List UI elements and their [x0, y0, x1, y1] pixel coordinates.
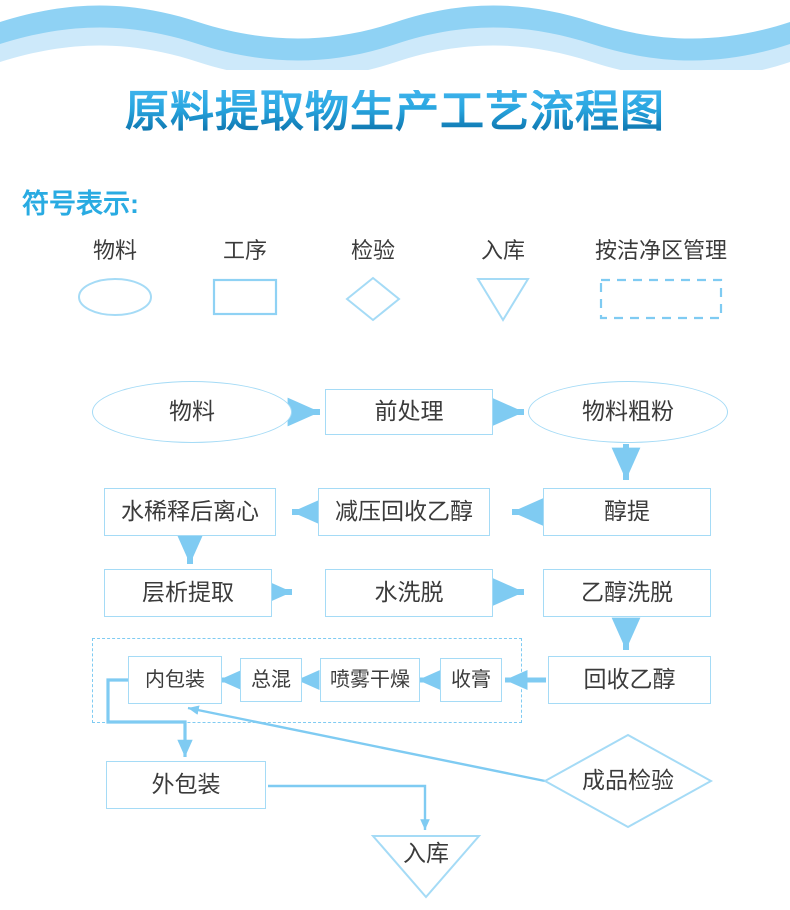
node-alcohol-extraction[interactable]: 醇提 [543, 488, 711, 536]
legend-label: 工序 [222, 238, 267, 263]
node-label: 内包装 [145, 669, 205, 691]
node-extract-collection[interactable]: 收膏 [440, 658, 502, 702]
node-outer-packaging[interactable]: 外包装 [106, 761, 266, 809]
node-label: 喷雾干燥 [330, 669, 410, 691]
node-label: 层析提取 [142, 579, 234, 606]
legend-label: 入库 [480, 238, 525, 263]
legend-shape [60, 276, 170, 318]
node-ethanol-elution[interactable]: 乙醇洗脱 [543, 569, 711, 617]
node-label: 减压回收乙醇 [335, 498, 473, 525]
node-label: 乙醇洗脱 [581, 579, 673, 606]
dashed-rectangle-icon [599, 278, 723, 320]
wave-front-layer [0, 5, 790, 61]
legend-item-material: 物料 [60, 240, 170, 318]
node-blending[interactable]: 总混 [240, 658, 302, 702]
diamond-icon [345, 276, 401, 322]
triangle-down-icon [476, 278, 530, 322]
node-inner-packaging[interactable]: 内包装 [128, 656, 222, 704]
edge-outer-packaging-to-warehouse [268, 784, 430, 830]
legend-item-warehouse: 入库 [448, 238, 558, 322]
page-title: 原料提取物生产工艺流程图 [0, 90, 790, 134]
node-final-inspection[interactable]: 成品检验 [543, 733, 713, 829]
legend-shape [190, 276, 300, 318]
node-ethanol-recovery[interactable]: 回收乙醇 [548, 656, 711, 704]
legend-shape [448, 276, 558, 322]
node-label: 物料 [169, 398, 215, 425]
legend-shape [566, 276, 756, 320]
node-water-elution[interactable]: 水洗脱 [325, 569, 493, 617]
node-label: 水洗脱 [374, 579, 444, 606]
legend-heading: 符号表示: [22, 189, 139, 219]
node-label: 物料粗粉 [582, 398, 674, 425]
node-label: 外包装 [151, 771, 221, 798]
node-water-dilution-centrifugation[interactable]: 水稀释后离心 [104, 488, 276, 536]
node-label: 前处理 [374, 398, 444, 425]
legend-label: 检验 [350, 238, 395, 263]
node-label: 入库 [403, 840, 449, 866]
node-label: 醇提 [604, 498, 650, 525]
node-warehouse[interactable]: 入库 [370, 833, 482, 899]
node-label: 回收乙醇 [583, 666, 676, 693]
node-label: 收膏 [451, 669, 491, 691]
node-chromatography-extraction[interactable]: 层析提取 [104, 569, 272, 617]
wave-banner-decoration [0, 5, 790, 70]
triangle-down-shape [370, 835, 482, 899]
legend-item-inspection: 检验 [318, 238, 428, 322]
legend-label: 按洁净区管理 [594, 238, 727, 263]
node-material[interactable]: 物料 [92, 381, 292, 443]
node-coarse-powder[interactable]: 物料粗粉 [528, 381, 728, 443]
legend-item-cleanroom: 按洁净区管理 [566, 238, 756, 320]
node-label: 成品检验 [582, 767, 674, 794]
ellipse-icon [78, 278, 152, 316]
legend-label: 物料 [92, 238, 137, 263]
node-pretreatment[interactable]: 前处理 [325, 389, 493, 435]
node-spray-drying[interactable]: 喷雾干燥 [320, 658, 420, 702]
node-vacuum-ethanol-recovery[interactable]: 减压回收乙醇 [318, 488, 490, 536]
node-label: 总混 [251, 669, 291, 691]
node-label: 水稀释后离心 [121, 498, 259, 525]
rectangle-icon [212, 278, 278, 316]
legend-shape [318, 276, 428, 322]
diamond-shape [543, 733, 713, 829]
legend-item-process: 工序 [190, 240, 300, 318]
